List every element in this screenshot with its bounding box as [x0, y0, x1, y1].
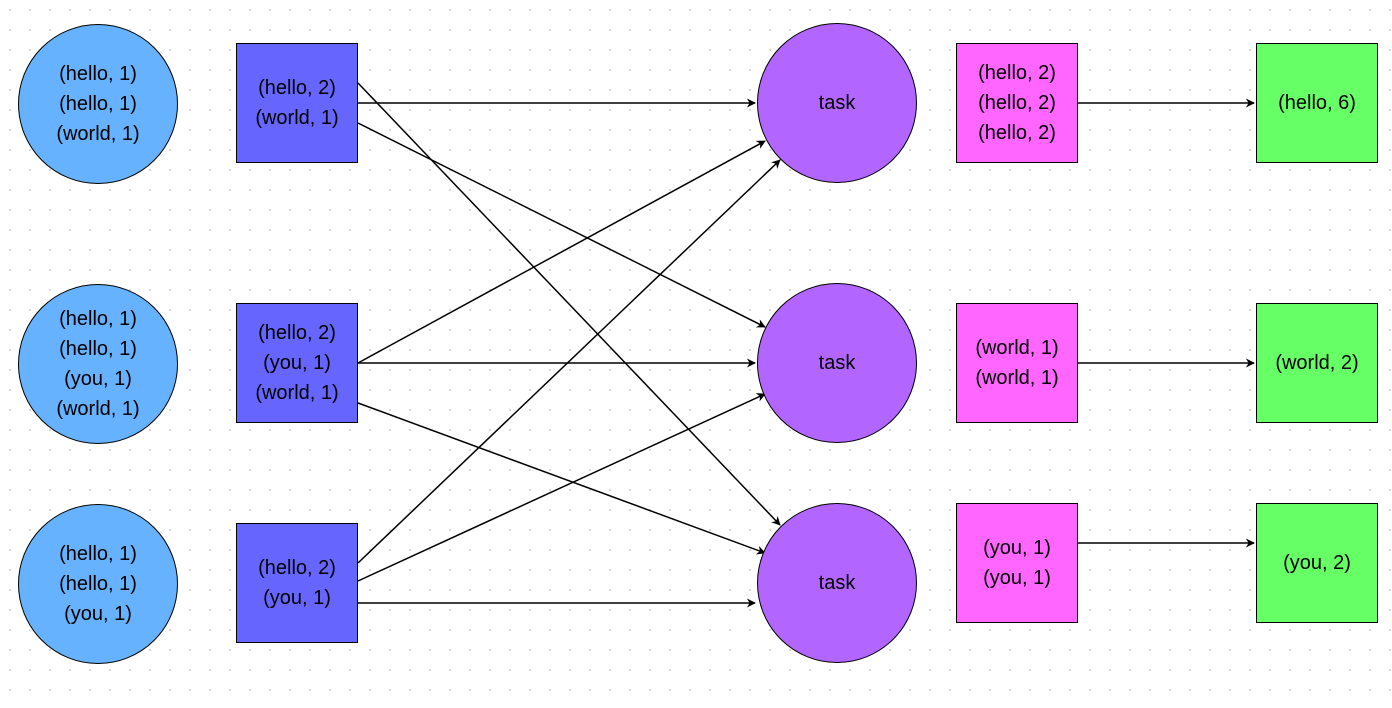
edge-combiner-3-to-task-2: [357, 393, 766, 582]
pair-text: (hello, 1): [59, 63, 137, 85]
pair-text: (world, 1): [56, 123, 140, 145]
pair-text: (hello, 2): [258, 557, 336, 579]
pair-text: (hello, 1): [59, 573, 137, 595]
task-circle-3[interactable]: task: [757, 503, 917, 663]
edge-combiner-2-to-task-1: [357, 140, 766, 364]
pair-text: (world, 1): [56, 398, 140, 420]
combiner-box-2[interactable]: (hello, 2) (you, 1) (world, 1): [236, 303, 358, 423]
group-box-2[interactable]: (world, 1) (world, 1): [956, 303, 1078, 423]
result-text: (hello, 6): [1278, 92, 1356, 114]
task-label: task: [818, 352, 856, 374]
task-circle-2[interactable]: task: [757, 283, 917, 443]
combiner-box-1[interactable]: (hello, 2) (world, 1): [236, 43, 358, 163]
group-box-1[interactable]: (hello, 2) (hello, 2) (hello, 2): [956, 43, 1078, 163]
edge-combiner-3-to-task-1: [357, 159, 781, 564]
map-output-circle-2[interactable]: (hello, 1) (hello, 1) (you, 1) (world, 1…: [18, 284, 178, 444]
pair-text: (you, 1): [64, 368, 132, 390]
pair-text: (hello, 2): [258, 322, 336, 344]
group-box-3[interactable]: (you, 1) (you, 1): [956, 503, 1078, 623]
pair-text: (hello, 2): [258, 77, 336, 99]
map-output-circle-1[interactable]: (hello, 1) (hello, 1) (world, 1): [18, 24, 178, 184]
task-label: task: [818, 572, 856, 594]
map-output-circle-3[interactable]: (hello, 1) (hello, 1) (you, 1): [18, 504, 178, 664]
edge-combiner-1-to-task-3: [357, 82, 781, 526]
pair-text: (world, 1): [255, 107, 339, 129]
combiner-box-3[interactable]: (hello, 2) (you, 1): [236, 523, 358, 643]
pair-text: (you, 1): [263, 352, 331, 374]
pair-text: (you, 1): [983, 537, 1051, 559]
result-box-1[interactable]: (hello, 6): [1256, 43, 1378, 163]
edge-combiner-2-to-task-3: [357, 402, 766, 555]
result-text: (you, 2): [1283, 552, 1351, 574]
pair-text: (hello, 1): [59, 308, 137, 330]
task-circle-1[interactable]: task: [757, 23, 917, 183]
pair-text: (world, 1): [975, 367, 1059, 389]
pair-text: (hello, 2): [978, 62, 1056, 84]
pair-text: (you, 1): [263, 587, 331, 609]
pair-text: (hello, 1): [59, 93, 137, 115]
pair-text: (hello, 2): [978, 122, 1056, 144]
pair-text: (you, 1): [983, 567, 1051, 589]
pair-text: (hello, 2): [978, 92, 1056, 114]
pair-text: (hello, 1): [59, 338, 137, 360]
pair-text: (you, 1): [64, 603, 132, 625]
result-box-3[interactable]: (you, 2): [1256, 503, 1378, 623]
pair-text: (world, 1): [975, 337, 1059, 359]
result-box-2[interactable]: (world, 2): [1256, 303, 1378, 423]
pair-text: (hello, 1): [59, 543, 137, 565]
result-text: (world, 2): [1275, 352, 1359, 374]
edge-combiner-1-to-task-2: [357, 122, 766, 328]
task-label: task: [818, 92, 856, 114]
pair-text: (world, 1): [255, 382, 339, 404]
